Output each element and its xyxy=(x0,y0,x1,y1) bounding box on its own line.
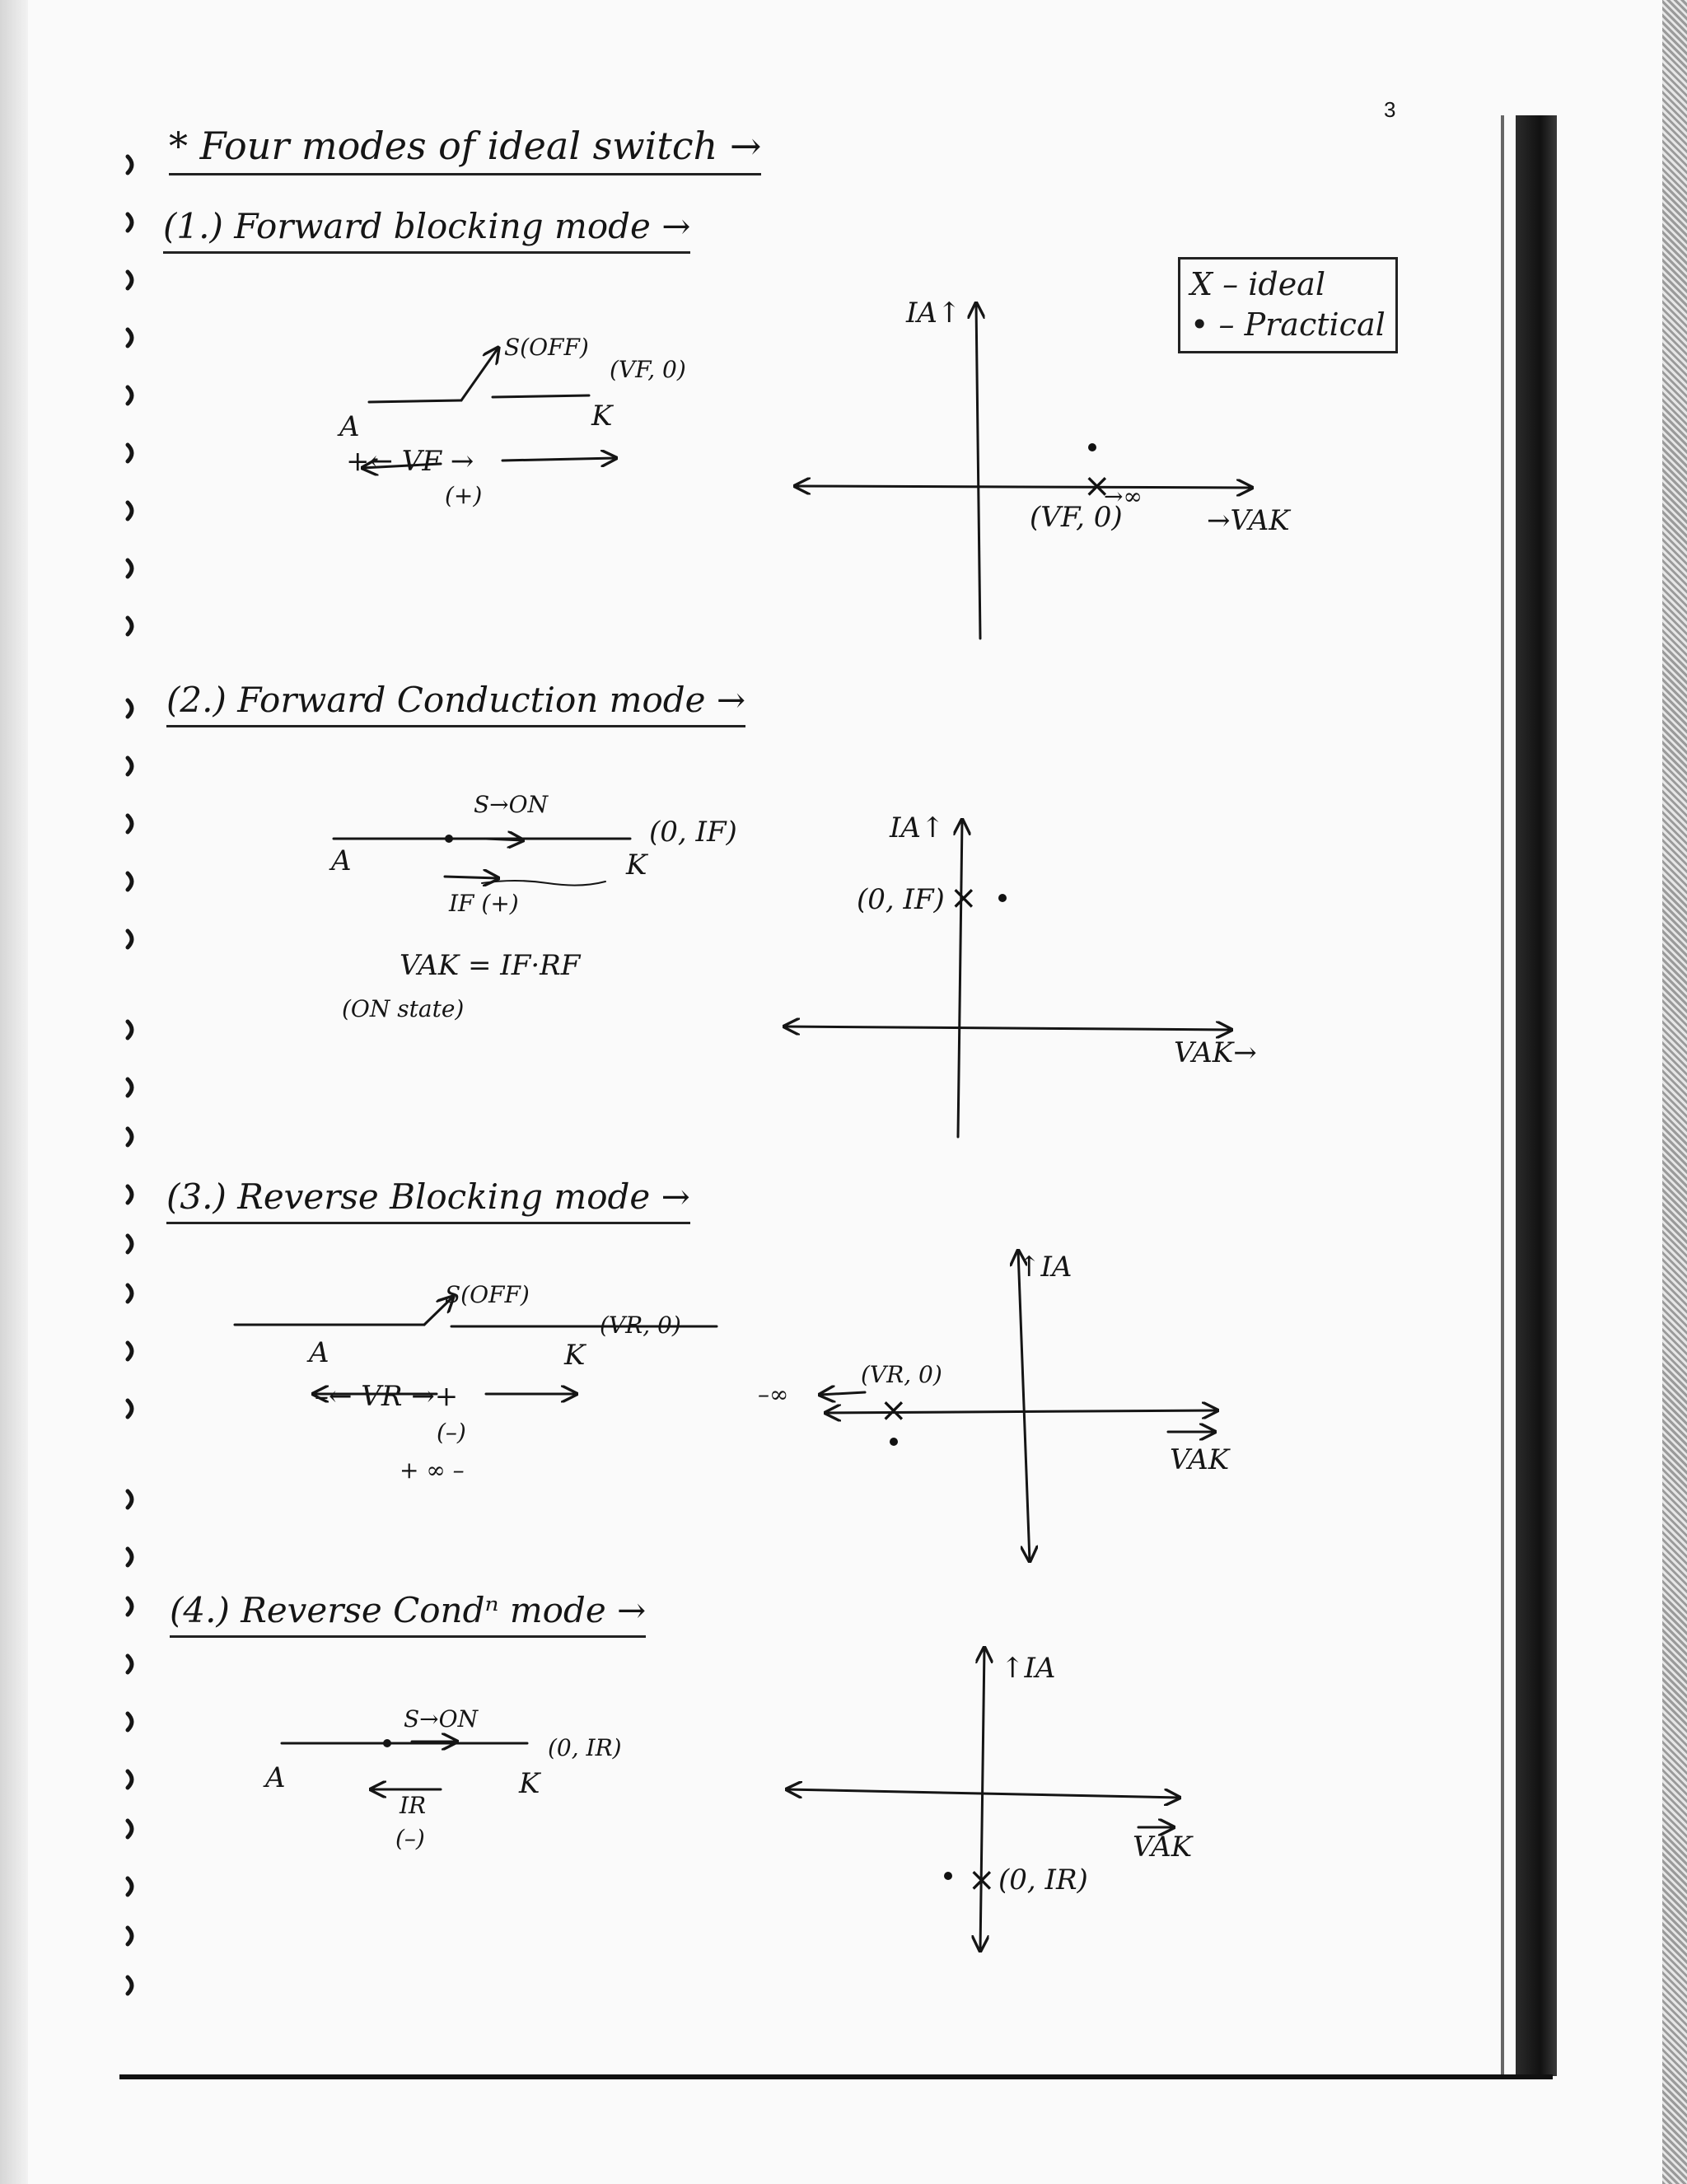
scan-edge xyxy=(1662,0,1687,2184)
mode4-point-label: (0, IR) xyxy=(548,1734,622,1761)
mode3-node-a: A xyxy=(309,1336,329,1369)
mode2-node-a: A xyxy=(331,844,352,877)
mode2-ideal-cross: × xyxy=(950,879,978,917)
mode2-graph-x-label: VAK→ xyxy=(1174,1036,1257,1069)
mode1-practical-dot xyxy=(1088,443,1096,451)
mode2-heading: (2.) Forward Conduction mode → xyxy=(166,680,746,727)
mode3-sign: (–) xyxy=(437,1419,466,1446)
legend-box: X – ideal • – Practical xyxy=(1178,257,1398,353)
legend-ideal: X – ideal xyxy=(1190,266,1325,302)
mode2-graph-y-label: IA↑ xyxy=(890,811,945,844)
mode1-heading: (1.) Forward blocking mode → xyxy=(163,206,691,254)
mode3-practical-dot xyxy=(890,1438,898,1446)
mode2-equation: VAK = IF·RF xyxy=(400,949,581,982)
mode3-heading: (3.) Reverse Blocking mode → xyxy=(166,1176,690,1224)
mode2-switch-label: S→ON xyxy=(474,791,549,818)
mode2-node-k: K xyxy=(626,849,647,882)
mode4-node-k: K xyxy=(519,1767,540,1800)
mode2-practical-dot xyxy=(998,894,1007,902)
mode4-current: IR xyxy=(400,1792,427,1819)
mode1-point-label: (VF, 0) xyxy=(610,356,686,383)
mode2-graph-marker-label: (0, IF) xyxy=(857,883,945,916)
legend-practical: • – Practical xyxy=(1190,306,1386,344)
mode4-graph-y-label: ↑IA xyxy=(1001,1652,1056,1685)
mode3-voltage: –← VR →+ xyxy=(315,1380,459,1413)
mode3-graph-x-label: VAK xyxy=(1170,1443,1230,1476)
mode4-graph-x-label: VAK xyxy=(1133,1831,1193,1864)
page-title: * Four modes of ideal switch → xyxy=(169,124,762,175)
mode4-heading: (4.) Reverse Condⁿ mode → xyxy=(170,1590,647,1638)
mode1-sign: (+) xyxy=(445,482,483,509)
mode3-graph-marker-label: (VR, 0) xyxy=(861,1361,942,1388)
binding-edge xyxy=(0,0,28,2184)
mode2-note: (ON state) xyxy=(342,995,465,1022)
mode3-graph-neg-infinity: –∞ xyxy=(758,1381,789,1408)
margin-line xyxy=(1501,115,1504,2076)
mode1-graph-y-label: IA↑ xyxy=(906,297,961,330)
mode2-current: IF (+) xyxy=(449,890,519,917)
mode2-point-label: (0, IF) xyxy=(649,816,737,849)
mode4-switch-label: S→ON xyxy=(404,1705,479,1733)
mode1-graph-marker-label: (VF, 0) xyxy=(1030,501,1123,534)
mode1-node-k: K xyxy=(591,400,613,433)
mode4-practical-dot xyxy=(944,1872,952,1880)
mode1-node-a: A xyxy=(339,410,360,443)
mode1-graph-x-label: →VAK xyxy=(1207,504,1290,537)
bottom-rule xyxy=(119,2074,1553,2079)
page-number: 3 xyxy=(1384,97,1396,122)
mode3-switch-label: S(OFF) xyxy=(445,1281,530,1308)
mode1-switch-label: S(OFF) xyxy=(504,334,589,361)
mode4-sign: (–) xyxy=(395,1825,425,1852)
mode4-node-a: A xyxy=(265,1761,286,1794)
mode4-graph-marker-label: (0, IR) xyxy=(998,1864,1088,1896)
mode3-infinity-note: + ∞ – xyxy=(400,1457,465,1484)
page-shadow-bar xyxy=(1516,115,1557,2076)
mode3-node-k: K xyxy=(564,1339,586,1372)
